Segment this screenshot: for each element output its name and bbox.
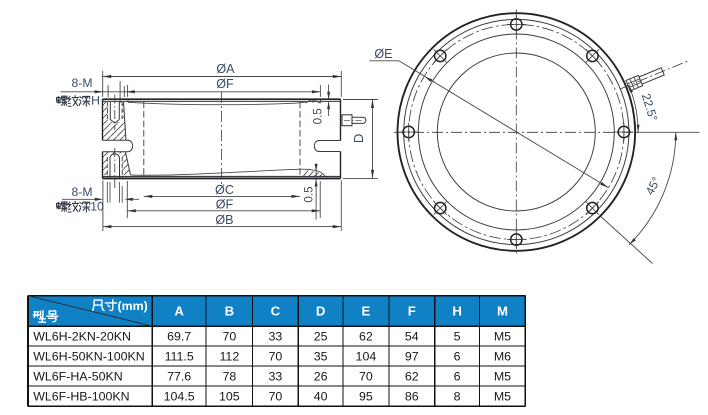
svg-text:6: 6 [454,349,461,363]
svg-text:5: 5 [454,330,461,344]
svg-text:M5: M5 [494,390,511,404]
svg-text:B: B [225,304,235,319]
svg-text:86: 86 [405,390,419,404]
svg-text:ØF: ØF [216,197,234,211]
svg-text:WL6F-HB-100KN: WL6F-HB-100KN [33,390,129,404]
svg-text:10: 10 [90,199,104,213]
svg-text:0.5: 0.5 [302,186,315,202]
svg-text:(mm): (mm) [118,299,148,313]
svg-text:54: 54 [405,330,419,344]
svg-text:E: E [362,304,371,319]
svg-text:25: 25 [314,330,328,344]
svg-text:40: 40 [314,390,328,404]
svg-text:70: 70 [269,349,283,363]
svg-text:78: 78 [222,369,236,383]
svg-text:8: 8 [454,390,461,404]
svg-text:62: 62 [359,330,373,344]
svg-text:104.5: 104.5 [164,390,195,404]
svg-text:97: 97 [405,349,419,363]
svg-text:105: 105 [219,390,240,404]
svg-text:95: 95 [359,390,373,404]
svg-text:33: 33 [269,330,283,344]
svg-text:26: 26 [314,369,328,383]
svg-text:70: 70 [222,330,236,344]
svg-text:8-M: 8-M [72,76,93,90]
svg-text:WL6H-50KN-100KN: WL6H-50KN-100KN [33,349,145,363]
svg-text:H: H [91,94,100,108]
svg-text:104: 104 [356,349,377,363]
svg-text:M5: M5 [494,369,511,383]
svg-text:6: 6 [454,369,461,383]
svg-text:70: 70 [269,390,283,404]
svg-text:77.6: 77.6 [167,369,191,383]
svg-text:F: F [408,304,416,319]
svg-text:M6: M6 [494,349,511,363]
svg-text:ØA: ØA [216,62,235,76]
svg-text:D: D [316,304,326,319]
svg-text:M5: M5 [494,330,511,344]
svg-text:69.7: 69.7 [167,330,191,344]
svg-text:0.5: 0.5 [312,108,325,124]
svg-text:35: 35 [314,349,328,363]
svg-text:D: D [351,134,366,144]
svg-text:C: C [271,304,281,319]
svg-text:33: 33 [269,369,283,383]
svg-text:WL6H-2KN-20KN: WL6H-2KN-20KN [33,330,131,344]
svg-text:ØF: ØF [216,77,234,91]
svg-text:70: 70 [359,369,373,383]
svg-text:A: A [174,304,184,319]
svg-text:ØC: ØC [215,183,234,197]
svg-text:111.5: 111.5 [165,349,194,363]
svg-text:ØE: ØE [374,47,392,61]
svg-text:H: H [452,304,462,319]
svg-text:112: 112 [219,349,239,363]
svg-text:ØB: ØB [215,213,233,227]
svg-text:M: M [497,304,508,319]
svg-text:WL6F-HA-50KN: WL6F-HA-50KN [33,369,123,383]
svg-text:62: 62 [405,369,419,383]
svg-text:8-M: 8-M [72,185,93,199]
